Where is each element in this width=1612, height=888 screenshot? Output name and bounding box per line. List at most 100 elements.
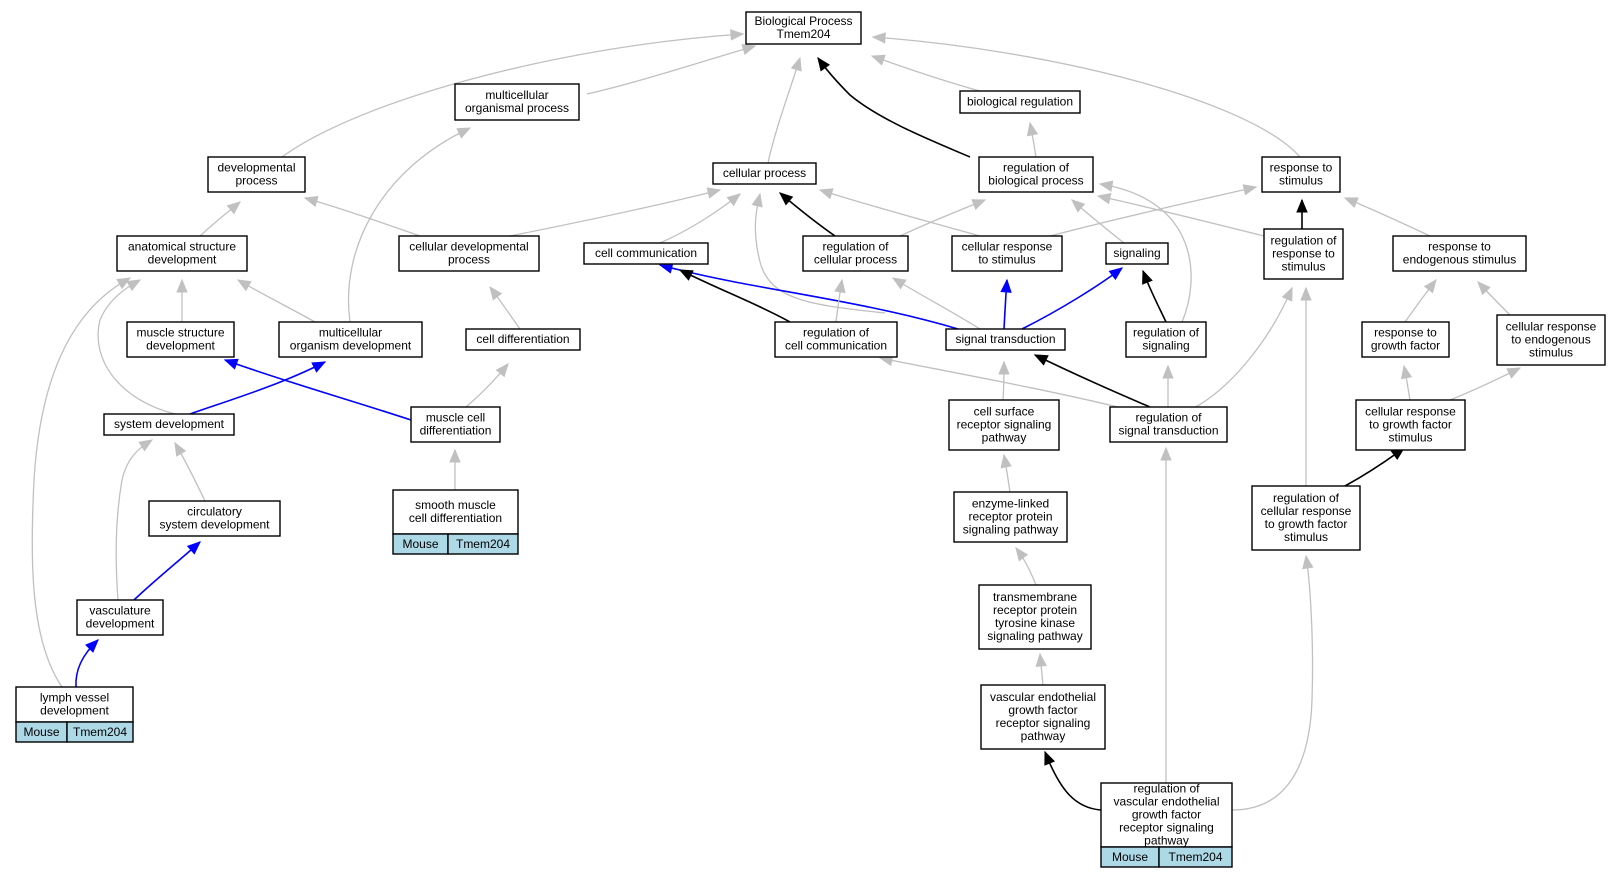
node-label-line: stimulus	[1281, 260, 1325, 274]
go-term-node-cd[interactable]: cell differentiation	[465, 328, 581, 351]
go-term-node-cp[interactable]: cellular process	[712, 162, 817, 185]
node-box	[959, 90, 1081, 114]
edge-lvd-to-vd	[75, 639, 99, 688]
arrowhead	[751, 192, 763, 208]
node-label-line: endogenous stimulus	[1403, 253, 1516, 267]
edge-crgf-to-rgf	[1400, 364, 1413, 401]
edge-rcc-to-cp	[751, 192, 886, 314]
gene-label: Tmem204	[456, 537, 510, 551]
go-term-node-st[interactable]: signal transduction	[945, 328, 1066, 351]
node-label-line: muscle structure	[136, 326, 224, 340]
node-label-line: regulation of	[1133, 326, 1200, 340]
arrowhead	[311, 361, 327, 373]
arrowhead	[495, 362, 509, 378]
edge-dev-to-bp	[281, 29, 745, 158]
gene-tag	[447, 533, 519, 555]
species-label: Mouse	[23, 725, 59, 739]
node-label-line: stimulus	[1388, 431, 1432, 445]
edge-asd-to-dev	[199, 201, 242, 237]
arrowhead	[790, 56, 802, 72]
edge-rsig-to-rbp	[1098, 180, 1192, 323]
edge-sig-to-rbp	[1071, 199, 1125, 244]
edge-line	[819, 189, 981, 237]
arrowhead	[1400, 364, 1413, 380]
edge-rcrgf-to-crgf	[1344, 447, 1406, 487]
species-label: Mouse	[1112, 850, 1148, 864]
edge-line	[237, 279, 316, 323]
edge-sd-to-mod	[189, 361, 327, 415]
go-term-node-sd[interactable]: system development	[103, 413, 235, 436]
node-label-line: cell differentiation	[476, 332, 569, 346]
arrowhead	[489, 285, 503, 301]
edge-line	[659, 264, 959, 330]
node-label-line: to stimulus	[978, 253, 1035, 267]
arrowhead	[1096, 193, 1112, 205]
edge-rbp-to-breg	[1026, 121, 1039, 158]
edge-line	[1034, 354, 1151, 408]
node-box	[583, 242, 709, 265]
go-term-node-cc[interactable]: cell communication	[583, 242, 709, 265]
node-box	[76, 599, 164, 636]
node-label-line: cellular response	[962, 240, 1053, 254]
edge-cdp-to-cp	[509, 187, 722, 237]
node-label-line: stimulus	[1279, 174, 1323, 188]
arrowhead	[186, 541, 201, 555]
edge-line	[754, 193, 886, 314]
edge-rgf-to-res	[1404, 278, 1437, 323]
edge-rvegf-to-vegf	[1044, 750, 1102, 811]
node-box	[712, 162, 817, 185]
node-box	[1100, 782, 1233, 848]
node-label-line: signal transduction	[1118, 424, 1218, 438]
edge-line	[872, 36, 1301, 158]
go-term-node-sig[interactable]: signaling	[1105, 242, 1169, 265]
edge-cres-to-res	[1477, 281, 1511, 316]
edge-line	[1231, 555, 1314, 811]
node-label-line: regulation of	[1273, 491, 1340, 505]
node-box	[278, 321, 423, 358]
node-label-line: vasculature	[89, 604, 151, 618]
arrowhead	[449, 448, 461, 463]
node-label-line: Biological Process	[754, 14, 852, 28]
arrowhead	[741, 43, 757, 56]
go-term-node-breg[interactable]: biological regulation	[959, 90, 1081, 114]
node-label-line: vascular endothelial	[990, 690, 1096, 704]
arrowhead	[1015, 546, 1029, 562]
node-box	[1251, 485, 1361, 551]
edge-rst-to-rrs	[1189, 286, 1293, 411]
edge-line	[879, 357, 1131, 411]
node-label-line: stimulus	[1284, 530, 1328, 544]
edge-line	[679, 269, 791, 323]
edge-line	[871, 55, 981, 92]
